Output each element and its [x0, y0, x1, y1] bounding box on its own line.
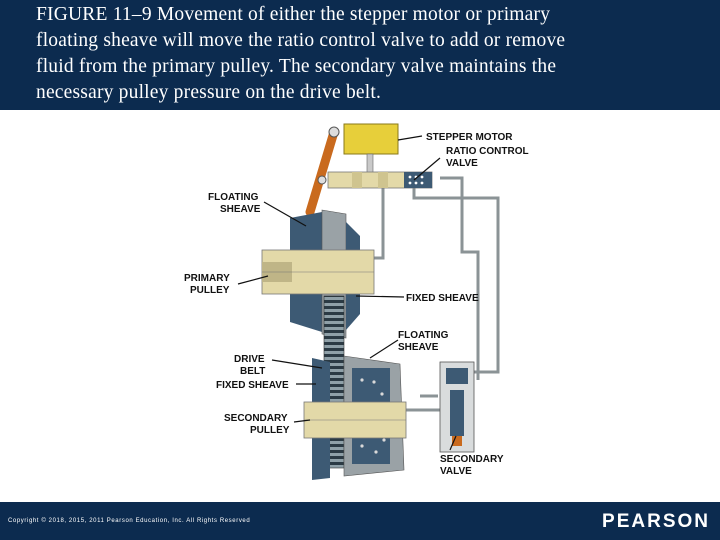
label-secondary-pulley-line-1: SECONDARY: [224, 413, 288, 424]
label-floating-sheave-right-line-2: SHEAVE: [398, 342, 439, 353]
caption-header: FIGURE 11–9 Movement of either the stepp…: [0, 0, 720, 110]
primary-pulley: [261, 209, 375, 339]
footer-bar: Copyright © 2018, 2015, 2011 Pearson Edu…: [0, 502, 720, 540]
label-fixed-sheave-right: FIXED SHEAVE: [406, 293, 479, 304]
label-floating-sheave-right-line-1: FLOATING: [398, 330, 449, 341]
caption-line-4: necessary pulley pressure on the drive b…: [36, 82, 382, 103]
label-floating-sheave-top-line-2: SHEAVE: [220, 204, 261, 215]
pearson-logo: PEARSON: [602, 511, 710, 532]
secondary-pulley: [303, 355, 407, 480]
label-drive-belt-line-1: DRIVE: [234, 354, 265, 365]
figure-caption: FIGURE 11–9 Movement of either the stepp…: [36, 2, 696, 106]
label-fixed-sheave-left: FIXED SHEAVE: [216, 380, 289, 391]
label-secondary-valve-line-2: VALVE: [440, 466, 472, 477]
label-ratio-control-valve-line-1: RATIO CONTROL: [446, 146, 529, 157]
label-drive-belt-line-2: BELT: [240, 366, 265, 377]
label-primary-pulley-line-1: PRIMARY: [184, 273, 230, 284]
label-secondary-pulley-line-2: PULLEY: [250, 425, 290, 436]
label-stepper-motor: STEPPER MOTOR: [426, 132, 513, 143]
label-secondary-valve-line-1: SECONDARY: [440, 454, 504, 465]
cvt-diagram: STEPPER MOTOR RATIO CONTROL VALVE FLOATI…: [184, 123, 529, 480]
caption-line-1: FIGURE 11–9 Movement of either the stepp…: [36, 4, 551, 25]
leader-lines: [237, 135, 457, 451]
copyright-notice: Copyright © 2018, 2015, 2011 Pearson Edu…: [8, 518, 251, 524]
label-floating-sheave-top-line-1: FLOATING: [208, 192, 259, 203]
label-ratio-control-valve-line-2: VALVE: [446, 158, 478, 169]
linkage-arm: [305, 126, 340, 217]
stepper-motor: [343, 123, 399, 177]
caption-line-3: fluid from the primary pulley. The secon…: [36, 56, 557, 77]
caption-line-2: floating sheave will move the ratio cont…: [36, 30, 566, 51]
label-primary-pulley-line-2: PULLEY: [190, 285, 230, 296]
secondary-valve: [439, 361, 475, 453]
ratio-control-valve: [327, 171, 433, 189]
